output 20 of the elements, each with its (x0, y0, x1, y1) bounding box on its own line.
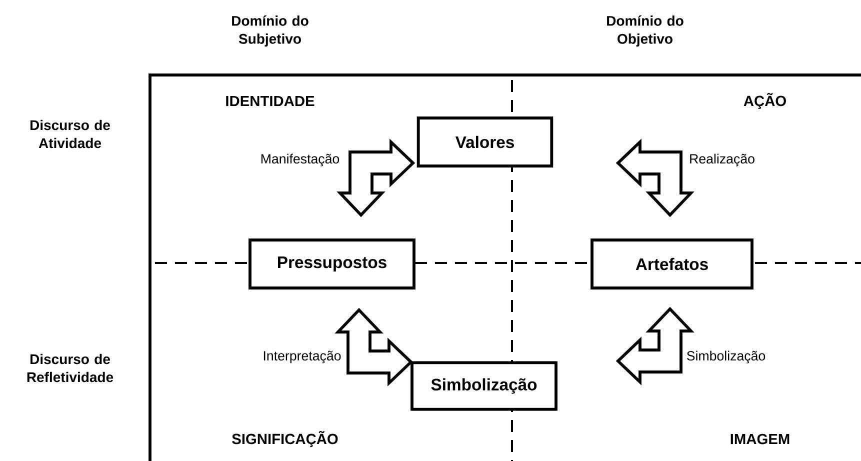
quadrant-label: AÇÃO (744, 92, 786, 110)
concept-box: Valores (416, 116, 554, 168)
edge-label: Manifestação (259, 152, 341, 168)
row-heading: Discurso de Atividade (30, 120, 110, 148)
bent-double-arrow (616, 138, 694, 218)
edge-label: Realização (688, 152, 756, 168)
concept-box: Simbolização (410, 361, 558, 411)
quadrant-label: IDENTIDADE (226, 96, 314, 106)
bent-double-arrow (336, 138, 416, 218)
column-heading: Domínio do Subjetivo (232, 15, 308, 47)
column-heading: Domínio do Objetivo (607, 15, 684, 47)
bent-double-arrow (616, 306, 694, 386)
quadrant-label: IMAGEM (730, 434, 790, 444)
row-heading: Discurso de Refletividade (27, 354, 114, 382)
quadrant-label: SIGNIFICAÇÃO (232, 430, 338, 448)
concept-box: Pressupostos (248, 238, 416, 290)
concept-box: Artefatos (590, 238, 754, 290)
bent-double-arrow (334, 308, 414, 386)
edge-label: Interpretação (261, 349, 343, 365)
edge-label: Simbolização (685, 349, 767, 365)
